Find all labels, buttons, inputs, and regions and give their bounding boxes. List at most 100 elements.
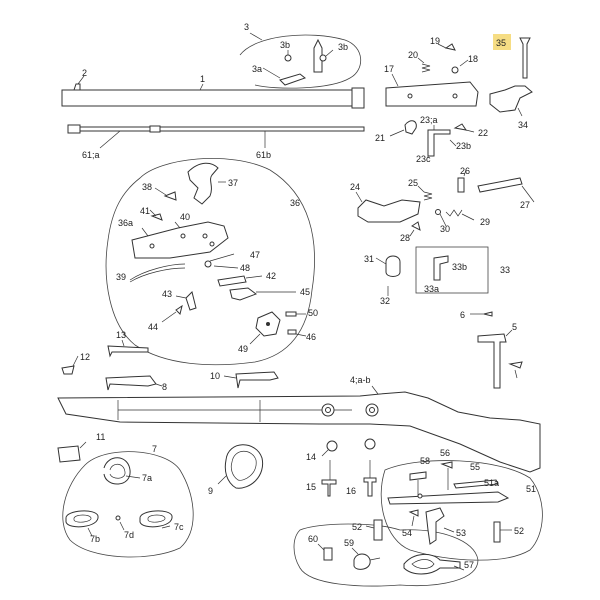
label-45: 45 (300, 287, 310, 297)
label-33b: 33b (452, 262, 467, 272)
spring-29 (445, 209, 463, 217)
label-36a: 36a (118, 218, 133, 228)
screw-35 (519, 37, 531, 79)
label-3b-left: 3b (280, 40, 290, 50)
group-outline-36 (105, 158, 315, 366)
label-25: 25 (408, 178, 418, 188)
label-46: 46 (306, 332, 316, 342)
label-29: 29 (480, 217, 490, 227)
label-2: 2 (82, 68, 87, 78)
label-20: 20 (408, 50, 418, 60)
group-outline-3 (239, 34, 362, 89)
part-8 (105, 375, 157, 391)
cap-31 (385, 255, 401, 277)
label-61a: 61;a (82, 150, 100, 160)
label-54: 54 (402, 528, 412, 538)
part-55 (453, 479, 499, 489)
label-19: 19 (430, 36, 440, 46)
label-33: 33 (500, 265, 510, 275)
trigger-53 (425, 507, 445, 545)
tumbler-45 (229, 287, 258, 301)
part-10 (235, 371, 279, 389)
group-outline-7 (62, 451, 194, 558)
part-13 (107, 345, 149, 358)
label-52-left: 52 (352, 522, 362, 532)
label-22: 22 (478, 128, 488, 138)
label-58: 58 (420, 456, 430, 466)
label-44: 44 (148, 322, 158, 332)
label-53: 53 (456, 528, 466, 538)
swivel-7a (103, 457, 131, 485)
group-box-33 (415, 246, 489, 294)
label-43: 43 (162, 289, 172, 299)
label-6: 6 (460, 310, 465, 320)
label-11: 11 (96, 432, 105, 442)
label-38: 38 (142, 182, 152, 192)
label-51: 51 (526, 484, 536, 494)
label-16: 16 (346, 486, 356, 496)
label-35: 35 (496, 38, 506, 48)
part-26 (457, 177, 465, 193)
label-60: 60 (308, 534, 318, 544)
part-11 (57, 445, 81, 463)
label-4: 4;a-b (350, 375, 371, 385)
label-14: 14 (306, 452, 316, 462)
label-7c: 7c (174, 522, 184, 532)
label-47: 47 (250, 250, 260, 260)
label-49: 49 (238, 344, 248, 354)
label-50: 50 (308, 308, 318, 318)
trigger-plate-51a (387, 491, 510, 505)
front-sight (73, 83, 81, 91)
hammer-37 (187, 162, 219, 205)
label-59: 59 (344, 538, 354, 548)
part-24 (357, 199, 421, 223)
label-1: 1 (200, 74, 205, 84)
label-7d: 7d (124, 530, 134, 540)
spring-25 (423, 191, 433, 201)
label-18: 18 (468, 54, 478, 64)
lock-plate-36a (131, 221, 229, 259)
label-23a: 23;a (420, 115, 438, 125)
link-7b (65, 510, 99, 528)
label-15: 15 (306, 482, 316, 492)
label-40: 40 (180, 212, 190, 222)
pin-15 (321, 479, 337, 497)
label-55: 55 (470, 462, 480, 472)
label-26: 26 (460, 166, 470, 176)
label-7b: 7b (90, 534, 100, 544)
label-28: 28 (400, 233, 410, 243)
label-36: 36 (290, 198, 300, 208)
label-12: 12 (80, 352, 90, 362)
part-33 (433, 255, 449, 281)
label-23c: 23c (416, 154, 431, 164)
label-21: 21 (375, 133, 385, 143)
label-3a: 3a (252, 64, 262, 74)
label-56: 56 (440, 448, 450, 458)
ramrod (67, 126, 365, 132)
label-3: 3 (244, 22, 249, 32)
hammer-34 (489, 85, 533, 113)
label-27: 27 (520, 200, 530, 210)
label-8: 8 (162, 382, 167, 392)
part-43 (185, 291, 197, 311)
part-42 (217, 275, 247, 287)
spring-39 (129, 263, 186, 281)
part-21 (404, 120, 417, 135)
group-outline-51 (380, 460, 543, 561)
hammer-spur-5 (477, 333, 507, 389)
label-48: 48 (240, 263, 250, 273)
stock (57, 391, 541, 473)
label-33a: 33a (424, 284, 439, 294)
label-3b-right: 3b (338, 42, 348, 52)
label-42: 42 (266, 271, 276, 281)
label-37: 37 (228, 178, 238, 188)
label-5: 5 (512, 322, 517, 332)
rear-sight-base (279, 73, 307, 86)
label-57: 57 (464, 560, 474, 570)
highlight-part-35 (493, 34, 511, 50)
label-32: 32 (380, 296, 390, 306)
trigger-guard-57 (403, 554, 461, 575)
spring-20 (421, 63, 431, 73)
label-52-right: 52 (514, 526, 524, 536)
pin-16 (363, 477, 377, 497)
